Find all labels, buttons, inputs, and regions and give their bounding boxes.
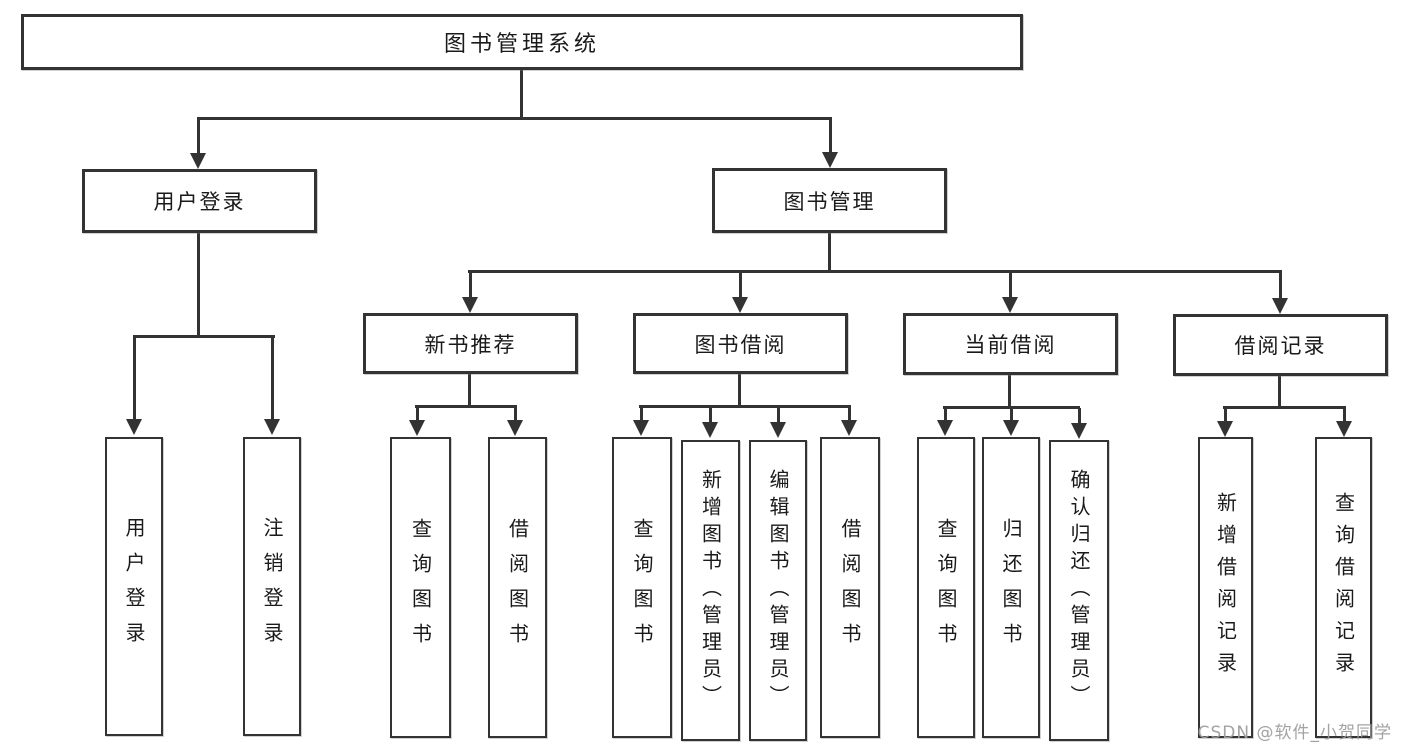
book-management-label: 图书管理 <box>783 189 876 214</box>
arrow-down-to-logout-leaf <box>264 336 280 435</box>
new-book-recommend-label: 新书推荐 <box>424 332 517 357</box>
arrow-down-to-bb-add <box>702 407 718 438</box>
node-borrow-records: 借阅记录 <box>1173 314 1388 376</box>
leaf-cb-query-books: 查询图书 <box>917 437 975 738</box>
node-root: 图书管理系统 <box>21 14 1023 70</box>
arrow-down-to-book-management <box>822 118 838 168</box>
leaf-bb-add-books-label: 新增图书（管理员） <box>698 469 723 712</box>
leaf-logout-label: 注销登录 <box>260 516 284 657</box>
connector-borrow-records-stem <box>1278 375 1281 408</box>
leaf-bb-edit-books-admin: 编辑图书（管理员） <box>749 440 807 741</box>
leaf-user-login-label: 用户登录 <box>122 516 146 657</box>
arrow-down-to-cb-confirm <box>1071 408 1087 439</box>
connector-user-login-stem <box>197 233 200 337</box>
connector-current-borrow-bar <box>943 406 1080 409</box>
connector-current-borrow-stem <box>1008 374 1011 408</box>
arrow-down-to-cb-query <box>937 408 953 436</box>
user-login-label: 用户登录 <box>153 190 246 214</box>
node-user-login: 用户登录 <box>82 169 317 233</box>
arrow-down-to-nb-borrow <box>507 407 523 436</box>
node-current-borrow: 当前借阅 <box>903 313 1118 375</box>
book-borrow-label: 图书借阅 <box>694 332 787 357</box>
connector-book-management-bar <box>468 270 1282 273</box>
leaf-cb-return-books: 归还图书 <box>982 437 1040 738</box>
leaf-bb-borrow-books: 借阅图书 <box>820 437 880 738</box>
arrow-down-to-current-borrow <box>1002 272 1018 313</box>
leaf-bb-query-books-label: 查询图书 <box>630 517 654 658</box>
leaf-cb-confirm-return-label: 确认归还（管理员） <box>1067 469 1091 712</box>
leaf-cb-query-books-label: 查询图书 <box>934 517 958 658</box>
current-borrow-label: 当前借阅 <box>964 333 1057 357</box>
connector-borrow-records-bar <box>1223 406 1346 409</box>
arrow-down-to-book-borrow <box>732 272 748 313</box>
leaf-logout: 注销登录 <box>243 437 301 736</box>
arrow-down-to-bb-query <box>633 407 649 436</box>
leaf-bb-query-books: 查询图书 <box>612 437 672 738</box>
arrow-down-to-br-add <box>1217 408 1233 437</box>
leaf-bb-borrow-books-label: 借阅图书 <box>838 517 862 658</box>
connector-user-login-bar <box>133 335 275 338</box>
borrow-records-label: 借阅记录 <box>1234 334 1327 358</box>
leaf-br-query-record: 查询借阅记录 <box>1315 437 1372 738</box>
arrow-down-to-borrow-records <box>1272 272 1288 314</box>
connector-root-bar <box>197 117 832 120</box>
connector-new-book-stem <box>468 373 471 408</box>
connector-book-management-stem <box>828 233 831 273</box>
leaf-nb-borrow-books-label: 借阅图书 <box>505 517 530 658</box>
leaf-nb-query-books-label: 查询图书 <box>408 517 433 658</box>
arrow-down-to-user-login-leaf <box>126 336 142 435</box>
arrow-down-to-user-login <box>190 118 206 169</box>
leaf-bb-edit-books-label: 编辑图书（管理员） <box>766 469 790 712</box>
node-book-borrow: 图书借阅 <box>633 313 848 374</box>
arrow-down-to-br-query <box>1336 408 1352 437</box>
leaf-bb-add-books-admin: 新增图书（管理员） <box>681 440 740 741</box>
csdn-watermark: CSDN @软件_小贺同学 <box>1197 723 1392 743</box>
arrow-down-to-cb-return <box>1003 408 1019 436</box>
leaf-cb-confirm-return-admin: 确认归还（管理员） <box>1049 440 1109 741</box>
leaf-nb-query-books: 查询图书 <box>390 437 451 738</box>
leaf-br-query-record-label: 查询借阅记录 <box>1331 491 1356 684</box>
node-book-management: 图书管理 <box>712 168 947 233</box>
leaf-user-login: 用户登录 <box>105 437 163 736</box>
arrow-down-to-new-book-recommend <box>462 272 478 313</box>
node-new-book-recommend: 新书推荐 <box>363 313 578 374</box>
arrow-down-to-nb-query <box>409 407 425 436</box>
leaf-cb-return-books-label: 归还图书 <box>999 517 1023 658</box>
connector-book-borrow-bar <box>639 405 851 408</box>
root-label: 图书管理系统 <box>443 32 600 57</box>
arrow-down-to-bb-edit <box>770 407 786 438</box>
leaf-br-add-record: 新增借阅记录 <box>1198 437 1253 738</box>
arrow-down-to-bb-borrow <box>841 407 857 436</box>
leaf-nb-borrow-books: 借阅图书 <box>488 437 547 738</box>
connector-new-book-bar <box>415 405 517 408</box>
leaf-br-add-record-label: 新增借阅记录 <box>1213 491 1238 684</box>
connector-book-borrow-stem <box>738 373 741 408</box>
connector-root-stem <box>520 69 523 118</box>
